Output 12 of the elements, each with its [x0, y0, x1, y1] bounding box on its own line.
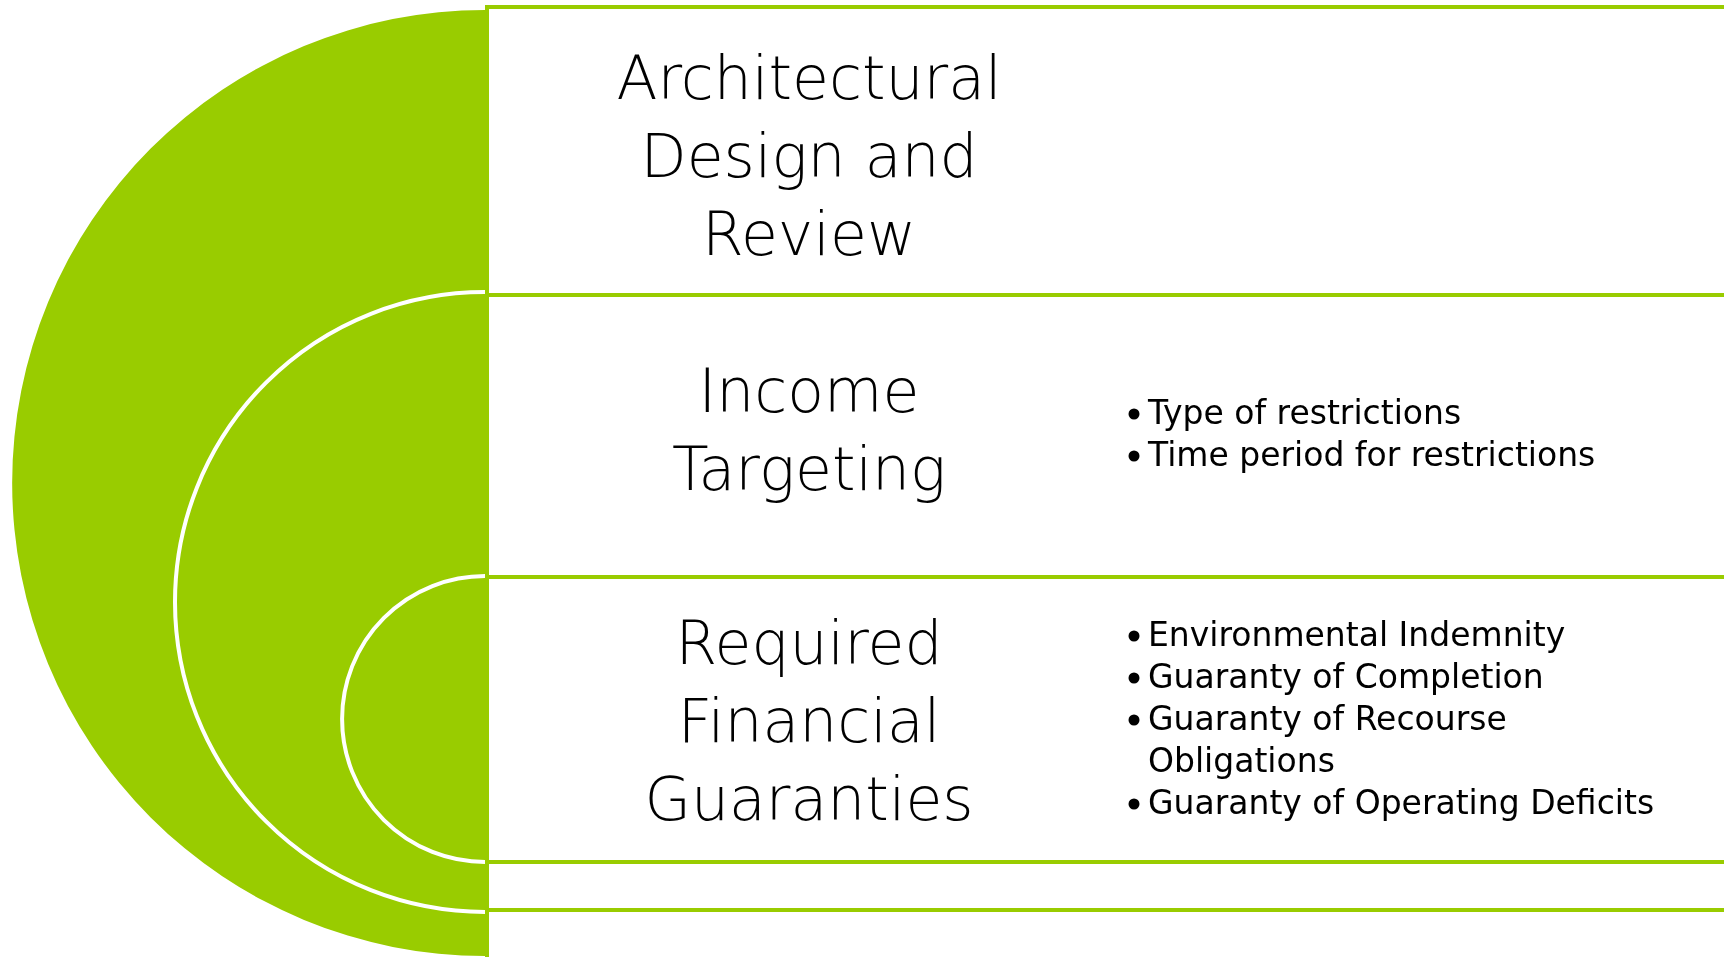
bullet-text: Guaranty of Operating Deficits [1148, 782, 1655, 824]
content-band [485, 293, 1724, 575]
bullet-text: Guaranty of Recourse Obligations [1148, 698, 1508, 782]
band-heading: Income Targeting [670, 355, 948, 506]
band-heading: Architectural Design and Review [615, 42, 1003, 271]
band-heading: Required Financial Guaranties [643, 607, 975, 836]
content-band [485, 5, 1724, 293]
bullet-text: Guaranty of Completion [1148, 656, 1544, 698]
bullet-text: Time period for restrictions [1148, 434, 1596, 476]
content-band [485, 575, 1724, 860]
bullet-text: Type of restrictions [1148, 392, 1462, 434]
bullet-text: Environmental Indemnity [1148, 614, 1566, 656]
